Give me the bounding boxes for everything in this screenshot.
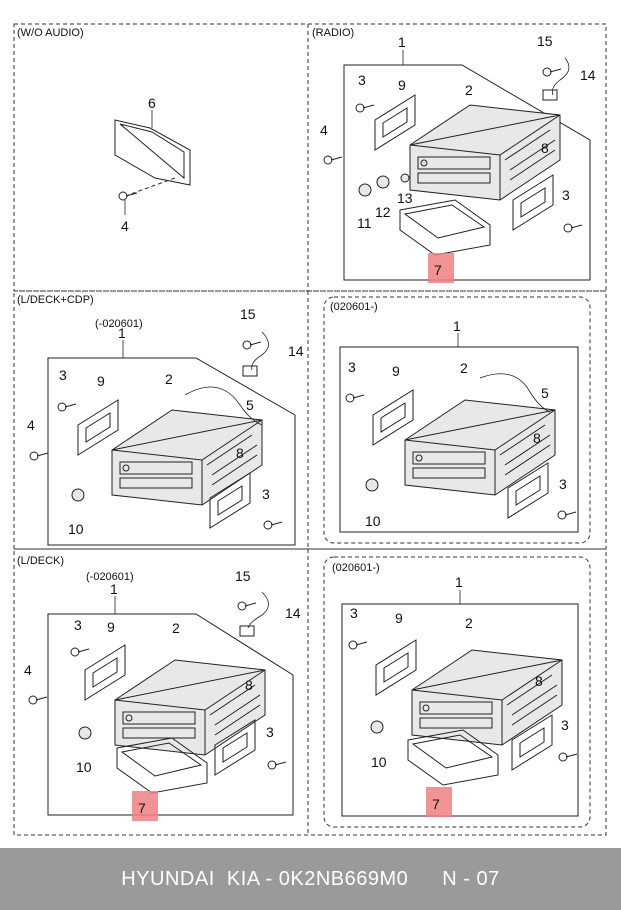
part-label-8: 8	[535, 673, 543, 689]
part-label-15: 15	[537, 33, 553, 49]
bracket-left	[374, 94, 416, 151]
part-label-14: 14	[580, 67, 596, 83]
bracket-left	[84, 644, 126, 701]
part-label-3: 3	[74, 617, 82, 633]
part-label-4: 4	[27, 417, 35, 433]
part-label-3: 3	[562, 187, 570, 203]
bracket-left	[372, 389, 414, 446]
part-label-1: 1	[398, 34, 406, 50]
section-ldeck: (L/DECK)	[17, 555, 64, 567]
part-label-2: 2	[465, 82, 473, 98]
blank-panel-part	[114, 110, 191, 215]
row2-frame	[13, 290, 607, 550]
section-ldeck-after: (020601-)	[332, 562, 380, 574]
pocket-part	[399, 199, 491, 256]
part-label-2: 2	[165, 371, 173, 387]
highlight-part-7	[426, 787, 452, 817]
part-label-9: 9	[392, 363, 400, 379]
part-label-12: 12	[375, 204, 391, 220]
radio-unit	[409, 104, 561, 201]
radio-assembly-box	[343, 64, 591, 281]
parts-diagram: (W/O AUDIO) (RADIO) (L/DECK+CDP) (020601…	[13, 23, 607, 836]
part-label-4: 4	[320, 122, 328, 138]
part-label-9: 9	[107, 619, 115, 635]
part-label-3: 3	[266, 724, 274, 740]
part-label-10: 10	[371, 754, 387, 770]
part-label-10: 10	[68, 521, 84, 537]
part-label-3: 3	[559, 476, 567, 492]
part-label-4: 4	[121, 218, 129, 234]
part-label-1: 1	[110, 581, 118, 597]
bracket-left	[77, 399, 119, 456]
ldeck-cdp-after-frame	[323, 296, 591, 544]
part-label-8: 8	[533, 430, 541, 446]
part-label-3: 3	[59, 367, 67, 383]
ldeck-assembly-box	[47, 613, 294, 816]
radio-unit-ldeck	[114, 659, 266, 756]
footer-part-code: HYUNDAI KIA - 0K2NB669M0	[121, 867, 409, 890]
part-label-11: 11	[357, 215, 372, 231]
part-label-4: 4	[24, 662, 32, 678]
highlight-part-7	[132, 791, 158, 821]
ldeck-cdp-assembly-box	[47, 357, 296, 546]
part-label-1: 1	[453, 318, 461, 334]
part-label-10: 10	[365, 513, 381, 529]
date-before-ldeck-cdp: (-020601)	[95, 318, 143, 330]
part-label-7: 7	[434, 262, 442, 278]
part-label-15: 15	[240, 306, 256, 322]
part-label-6: 6	[148, 95, 156, 111]
footer-page: N - 07	[442, 867, 500, 890]
part-label-5: 5	[541, 385, 549, 401]
ldeck-after-frame	[323, 556, 591, 828]
part-label-14: 14	[288, 343, 304, 359]
part-label-9: 9	[97, 373, 105, 389]
part-label-3: 3	[348, 359, 356, 375]
part-label-7: 7	[138, 800, 146, 816]
part-label-3: 3	[358, 72, 366, 88]
part-label-2: 2	[172, 620, 180, 636]
part-label-2: 2	[465, 615, 473, 631]
section-radio: (RADIO)	[312, 27, 354, 39]
highlight-part-7	[428, 253, 454, 283]
part-label-1: 1	[118, 325, 126, 341]
section-ldeck-cdp: (L/DECK+CDP)	[17, 294, 94, 306]
ldeck-cdp-after-assembly-box	[339, 346, 579, 533]
part-label-13: 13	[397, 190, 413, 206]
bracket-left	[375, 639, 417, 696]
part-label-3: 3	[350, 605, 358, 621]
part-label-3: 3	[262, 486, 270, 502]
section-wo-audio: (W/O AUDIO)	[17, 27, 84, 39]
part-label-7: 7	[432, 796, 440, 812]
part-label-2: 2	[460, 360, 468, 376]
part-label-14: 14	[285, 605, 301, 621]
part-label-3: 3	[561, 717, 569, 733]
date-before-ldeck: (-020601)	[86, 571, 134, 583]
section-ldeck-cdp-after: (020601-)	[330, 301, 378, 313]
part-label-9: 9	[395, 610, 403, 626]
part-label-5: 5	[246, 397, 254, 413]
part-label-8: 8	[541, 140, 549, 156]
footer-bar: HYUNDAI KIA - 0K2NB669M0 N - 07	[0, 848, 621, 910]
row3-frame	[13, 548, 607, 836]
part-label-1: 1	[455, 574, 463, 590]
part-label-10: 10	[76, 759, 92, 775]
part-label-15: 15	[235, 568, 251, 584]
part-label-8: 8	[236, 445, 244, 461]
part-label-9: 9	[398, 77, 406, 93]
part-label-8: 8	[245, 677, 253, 693]
